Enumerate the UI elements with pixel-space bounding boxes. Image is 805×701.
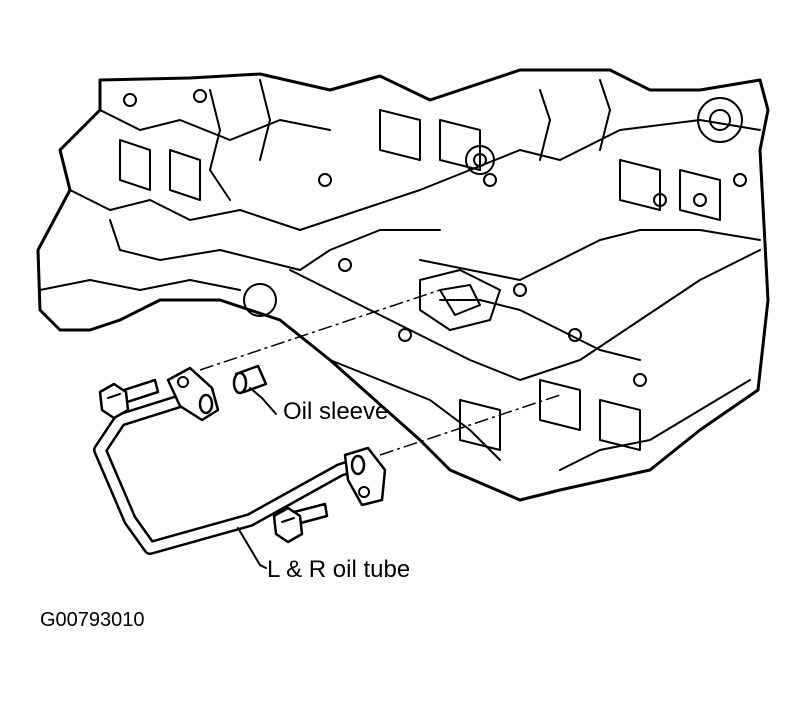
- oil-sleeve-leader: [249, 387, 277, 415]
- bolt-drawing: [98, 378, 160, 420]
- alignment-line-lower: [379, 394, 561, 456]
- oil-tube-label: L & R oil tube: [267, 556, 411, 583]
- bolt-drawing-lower: [272, 502, 329, 544]
- oil-sleeve-drawing: [232, 364, 268, 395]
- oil-sleeve-label: Oil sleeve: [283, 398, 389, 425]
- oil-tube-drawing: [93, 366, 387, 555]
- alignment-line-upper: [199, 289, 441, 371]
- oil-tube-leader: [237, 527, 267, 569]
- engine-block-drawing: [36, 68, 770, 502]
- figure-id: G00793010: [40, 609, 145, 631]
